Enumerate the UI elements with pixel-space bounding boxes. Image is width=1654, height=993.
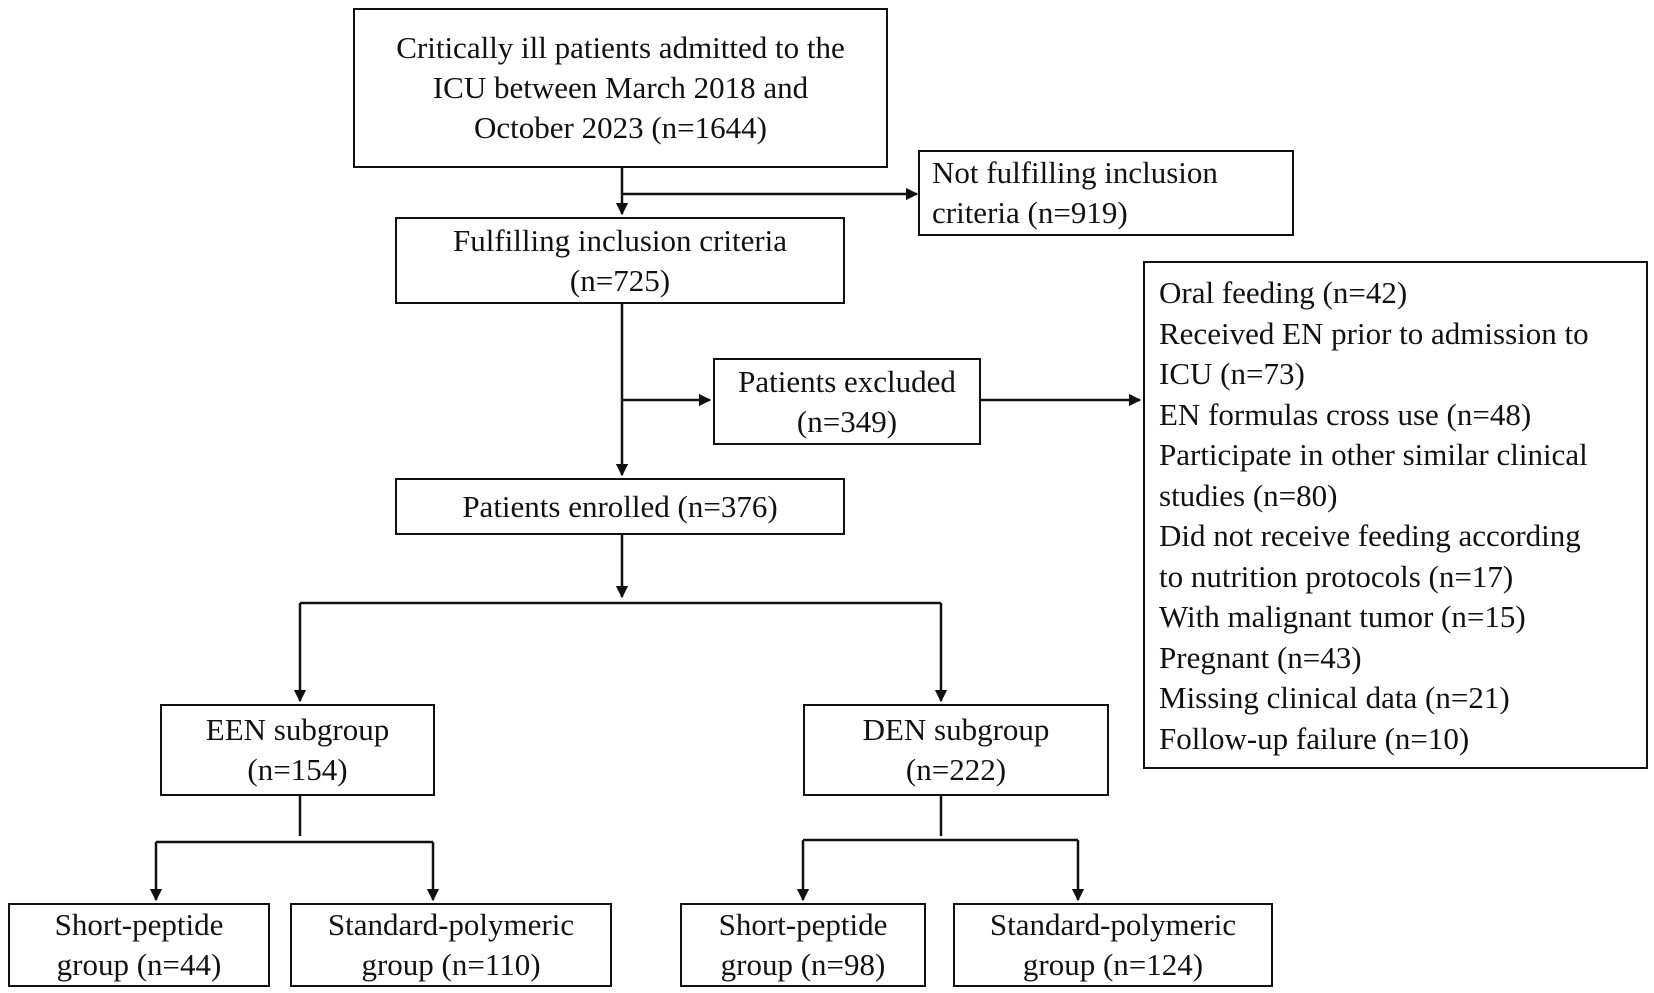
exclusion-reason-line-2: Received EN prior to admission to [1159, 315, 1589, 351]
exclusion-reason-line-8: to nutrition protocols (n=17) [1159, 558, 1514, 594]
box-een-standard-line-1: Standard-polymeric [327, 907, 575, 942]
exclusion-reason-line-7: Did not receive feeding according [1159, 518, 1581, 553]
box-not-fulfilling-line-1: Not fulfilling inclusion [932, 155, 1218, 190]
box-excluded: Patients excluded (n=349) [713, 358, 981, 445]
box-admitted: Critically ill patients admitted to the … [353, 8, 888, 168]
box-den-short-peptide: Short-peptide group (n=98) [680, 903, 926, 987]
box-enrolled-line-1: Patients enrolled (n=376) [462, 488, 778, 524]
exclusion-reason-line-3: ICU (n=73) [1159, 356, 1305, 391]
box-excluded-line-1: Patients excluded [738, 363, 956, 399]
box-exclusion-reasons: Oral feeding (n=42) Received EN prior to… [1143, 261, 1648, 769]
box-not-fulfilling: Not fulfilling inclusion criteria (n=919… [918, 150, 1294, 236]
box-den-short-line-1: Short-peptide [718, 907, 888, 942]
exclusion-reason-line-10: Pregnant (n=43) [1159, 639, 1362, 675]
box-den-short-line-2: group (n=98) [720, 947, 886, 982]
exclusion-reason-line-5: Participate in other similar clinical [1159, 437, 1588, 472]
box-admitted-line-2: ICU between March 2018 and [432, 70, 809, 105]
exclusion-reason-line-1: Oral feeding (n=42) [1159, 275, 1408, 310]
box-fulfilling: Fulfilling inclusion criteria (n=725) [395, 217, 845, 304]
box-den-line-1: DEN subgroup [862, 712, 1050, 747]
box-een-standard-polymeric: Standard-polymeric group (n=110) [290, 903, 612, 987]
box-fulfilling-line-2: (n=725) [569, 262, 671, 298]
box-excluded-line-2: (n=349) [796, 403, 898, 439]
exclusion-reason-line-11: Missing clinical data (n=21) [1159, 680, 1510, 715]
box-den-standard-line-1: Standard-polymeric [989, 907, 1237, 942]
box-fulfilling-line-1: Fulfilling inclusion criteria [452, 222, 788, 258]
box-een-line-2: (n=154) [247, 752, 348, 787]
box-enrolled: Patients enrolled (n=376) [395, 478, 845, 535]
box-een-short-peptide: Short-peptide group (n=44) [8, 903, 270, 987]
exclusion-reason-line-12: Follow-up failure (n=10) [1159, 720, 1470, 756]
box-een-short-line-2: group (n=44) [56, 947, 222, 982]
box-een-short-line-1: Short-peptide [54, 907, 224, 942]
box-den-standard-line-2: group (n=124) [1022, 947, 1204, 982]
box-admitted-line-3: October 2023 (n=1644) [474, 110, 767, 145]
box-een-line-1: EEN subgroup [205, 712, 390, 747]
box-not-fulfilling-line-2: criteria (n=919) [932, 195, 1128, 230]
exclusion-reason-line-6: studies (n=80) [1159, 477, 1338, 513]
exclusion-reason-line-4: EN formulas cross use (n=48) [1159, 396, 1532, 432]
exclusion-reason-line-9: With malignant tumor (n=15) [1159, 599, 1526, 634]
box-den-standard-polymeric: Standard-polymeric group (n=124) [953, 903, 1273, 987]
box-admitted-line-1: Critically ill patients admitted to the [396, 30, 845, 65]
box-den-subgroup: DEN subgroup (n=222) [803, 704, 1109, 796]
box-een-subgroup: EEN subgroup (n=154) [160, 704, 435, 796]
box-een-standard-line-2: group (n=110) [361, 947, 541, 982]
box-den-line-2: (n=222) [905, 752, 1007, 787]
